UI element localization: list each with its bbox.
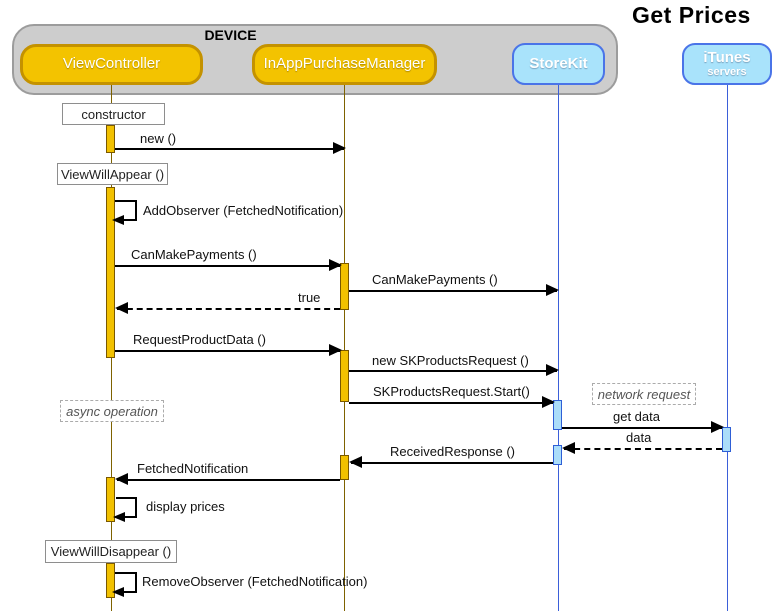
arrowhead-right-icon xyxy=(542,396,555,408)
message-data-label: data xyxy=(626,430,652,445)
note-network-request: network request xyxy=(592,383,696,405)
arrowhead-left-icon xyxy=(562,442,575,454)
actor-viewcontroller-label: ViewController xyxy=(62,55,161,73)
message-requestproductdata-line xyxy=(115,344,342,356)
note-constructor: constructor xyxy=(62,103,165,125)
message-data-line xyxy=(562,442,722,454)
message-addobserver-line xyxy=(112,200,137,225)
note-viewwilldisappear-label: ViewWillDisappear () xyxy=(50,544,172,559)
actor-storekit-label: StoreKit xyxy=(529,54,588,72)
message-newskproductsrequest-label: new SKProductsRequest () xyxy=(372,353,529,368)
arrowhead-left-icon xyxy=(115,302,128,314)
arrowhead-right-icon xyxy=(711,421,724,433)
activation-storekit-response xyxy=(553,445,562,465)
arrowhead-left-icon xyxy=(112,587,124,597)
arrowhead-right-icon xyxy=(329,259,342,271)
actor-viewcontroller: ViewController xyxy=(20,44,203,85)
message-removeobserver-label: RemoveObserver (FetchedNotification) xyxy=(142,574,368,589)
note-viewwilldisappear: ViewWillDisappear () xyxy=(45,540,177,563)
message-requestproductdata-label: RequestProductData () xyxy=(133,332,266,347)
message-receivedresponse-line xyxy=(349,456,553,468)
message-removeobserver-line xyxy=(112,572,137,597)
activation-iapm-receivedresponse xyxy=(340,455,349,480)
note-constructor-label: constructor xyxy=(81,106,146,122)
message-canmakepayments2-label: CanMakePayments () xyxy=(372,272,498,287)
message-addobserver-label: AddObserver (FetchedNotification) xyxy=(143,203,344,218)
activation-viewcontroller-appear xyxy=(106,187,115,358)
note-viewwillappear-label: ViewWillAppear () xyxy=(60,166,165,182)
arrowhead-right-icon xyxy=(546,364,559,376)
arrowhead-right-icon xyxy=(329,344,342,356)
message-canmakepayments1-label: CanMakePayments () xyxy=(131,247,257,262)
actor-storekit: StoreKit xyxy=(512,43,605,85)
message-canmakepayments2-line xyxy=(349,284,559,296)
message-fetchednotification-label: FetchedNotification xyxy=(137,461,249,476)
actor-itunes: iTunes servers xyxy=(682,43,772,85)
note-viewwillappear: ViewWillAppear () xyxy=(57,163,168,185)
lifeline-inapppurchasemanager xyxy=(344,85,345,611)
arrowhead-left-icon xyxy=(112,215,124,225)
note-network-request-label: network request xyxy=(597,386,691,402)
arrowhead-right-icon xyxy=(546,284,559,296)
activation-viewcontroller-constructor xyxy=(106,125,115,153)
arrowhead-left-icon xyxy=(349,456,362,468)
message-true-line xyxy=(115,302,340,314)
message-canmakepayments1-line xyxy=(115,259,342,271)
arrowhead-left-icon xyxy=(113,512,125,522)
actor-inapppurchasemanager-label: InAppPurchaseManager xyxy=(263,55,426,73)
lifeline-storekit xyxy=(558,85,559,611)
activation-viewcontroller-disappear xyxy=(106,563,115,598)
message-new-label: new () xyxy=(140,131,177,146)
activation-itunes-getdata xyxy=(722,427,731,452)
message-skproductsrequeststart-line xyxy=(349,396,555,408)
message-displayprices-label: display prices xyxy=(146,499,225,514)
activation-viewcontroller-fetched xyxy=(106,477,115,522)
arrowhead-right-icon xyxy=(333,142,346,154)
lifeline-itunes xyxy=(727,85,728,611)
message-getdata-line xyxy=(562,421,724,433)
message-true-label: true xyxy=(298,290,321,305)
message-newskproductsrequest-line xyxy=(349,364,559,376)
message-skproductsrequeststart-label: SKProductsRequest.Start() xyxy=(373,384,530,399)
actor-itunes-label: iTunes xyxy=(703,48,751,66)
actor-itunes-sublabel: servers xyxy=(707,66,747,79)
diagram-title: Get Prices xyxy=(632,2,751,28)
device-label: DEVICE xyxy=(204,27,257,43)
message-receivedresponse-label: ReceivedResponse () xyxy=(390,444,516,459)
actor-inapppurchasemanager: InAppPurchaseManager xyxy=(252,44,437,85)
activation-storekit-start xyxy=(553,400,562,430)
note-async-operation-label: async operation xyxy=(66,403,158,419)
activation-iapm-requestproductdata xyxy=(340,350,349,402)
message-fetchednotification-line xyxy=(115,473,340,485)
activation-iapm-canmakepayments xyxy=(340,263,349,310)
message-displayprices-line xyxy=(113,497,137,522)
note-async-operation: async operation xyxy=(60,400,164,422)
message-new-line xyxy=(115,142,346,154)
message-getdata-label: get data xyxy=(613,409,660,424)
arrowhead-left-icon xyxy=(115,473,128,485)
